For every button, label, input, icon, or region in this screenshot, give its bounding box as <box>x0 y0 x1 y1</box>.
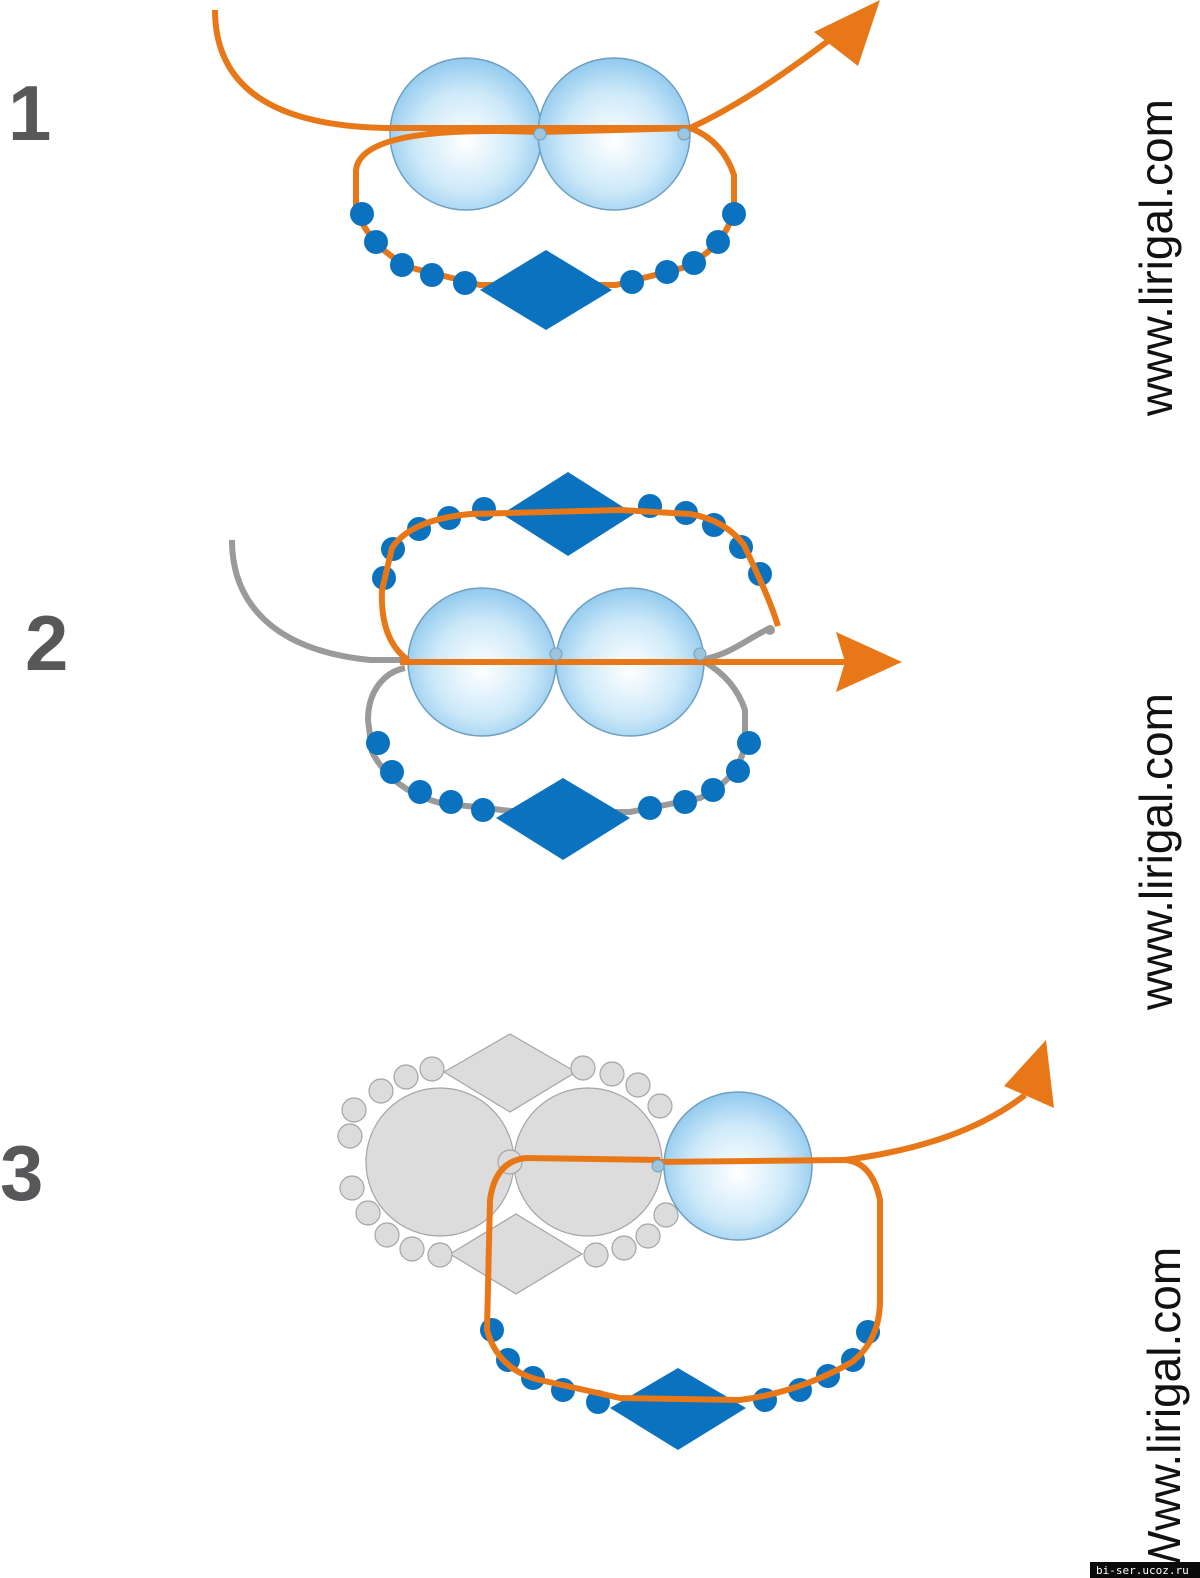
watermark-3: Www.lirigal.com <box>1138 1247 1190 1574</box>
seed-beads <box>350 202 746 295</box>
pearl-bead <box>663 1091 813 1241</box>
bicone-bead <box>496 778 630 860</box>
site-footer: bi-ser.ucoz.ru <box>1090 1562 1200 1578</box>
step-2-number: 2 <box>25 599 68 687</box>
seed-beads-bottom <box>366 731 761 822</box>
thread-working-loop <box>484 1155 883 1403</box>
watermark-1: www.lirigal.com <box>1130 99 1182 417</box>
step-2-diagram: 2 <box>25 472 902 860</box>
watermark-2: www.lirigal.com <box>1130 693 1182 1011</box>
step-1-diagram: 1 <box>8 0 880 330</box>
step-1-number: 1 <box>8 69 51 157</box>
thread-previous <box>229 539 772 663</box>
thread-working-loop <box>378 507 781 663</box>
pearl-hole <box>693 647 707 661</box>
bicone-bead <box>480 250 612 330</box>
thread-working <box>844 1092 1027 1163</box>
step-3-diagram: 3 <box>0 1033 1054 1450</box>
pearl-hole <box>677 127 691 141</box>
pearl-hole <box>533 127 547 141</box>
footer-bg <box>1090 1562 1200 1578</box>
pearl-hole <box>549 647 563 661</box>
thread-end <box>765 625 775 635</box>
arrow-head <box>814 0 880 66</box>
footer-text: bi-ser.ucoz.ru <box>1096 1564 1189 1577</box>
pearl-hole <box>651 1159 665 1173</box>
bicone-bead <box>610 1368 746 1450</box>
thread-working <box>212 9 842 131</box>
step-3-number: 3 <box>0 1129 43 1217</box>
arrow-head <box>1004 1040 1054 1108</box>
arrow-head <box>836 632 902 692</box>
